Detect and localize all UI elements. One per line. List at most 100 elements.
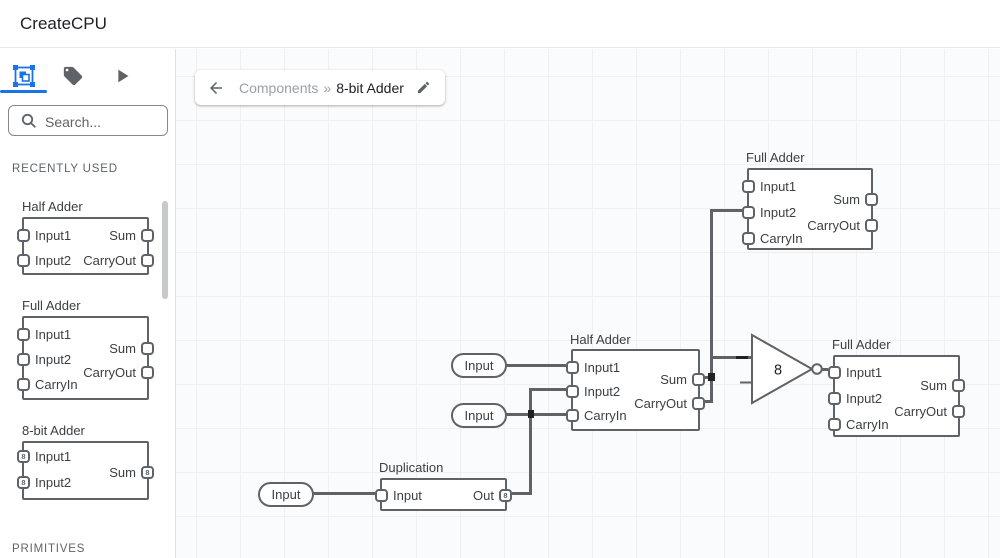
port (141, 342, 154, 355)
port (17, 229, 30, 242)
port-label: Input1 (846, 365, 883, 380)
port[interactable] (742, 180, 755, 193)
not-gate-bubble (811, 363, 823, 375)
port-label: Input2 (760, 205, 797, 220)
pencil-icon[interactable] (416, 80, 431, 95)
node-half-adder[interactable]: Input1 Input2 CarryIn Sum CarryOut (566, 349, 705, 431)
node-full-adder-top[interactable]: Input1 Input2 CarryIn Sum CarryOut (742, 168, 878, 250)
port-label: CarryOut (83, 365, 136, 380)
port[interactable] (828, 366, 841, 379)
wire-junction (736, 356, 748, 359)
port[interactable] (692, 373, 705, 386)
input-pill[interactable]: Input (258, 482, 314, 507)
port (17, 254, 30, 267)
port (17, 378, 30, 391)
port-bus8: 8 (17, 450, 30, 463)
port[interactable] (566, 409, 579, 422)
node-full-adder-right[interactable]: Input1 Input2 CarryIn Sum CarryOut (828, 355, 965, 437)
wire[interactable] (710, 209, 742, 212)
back-arrow-icon[interactable] (207, 79, 225, 97)
port[interactable] (375, 489, 388, 502)
breadcrumb-parent[interactable]: Components (239, 79, 319, 96)
port-label: Input2 (35, 475, 72, 490)
components-icon (13, 65, 35, 87)
library-card-title: Half Adder (22, 199, 83, 214)
wire[interactable] (529, 388, 567, 391)
library-card-full-adder[interactable]: Input1 Input2 CarryIn Sum CarryOut (17, 316, 154, 400)
search-icon (21, 113, 36, 128)
port-label: Input2 (35, 352, 72, 367)
port-label: CarryOut (894, 404, 947, 419)
tab-components[interactable] (0, 56, 48, 96)
wire[interactable] (312, 492, 375, 495)
wire[interactable] (710, 356, 754, 359)
top-bar: CreateCPU (0, 0, 1000, 48)
library-card-half-adder[interactable]: Input1 Input2 Sum CarryOut (17, 217, 154, 275)
port (17, 328, 30, 341)
port-label: Input1 (584, 360, 621, 375)
port-label: Input (393, 488, 422, 503)
port-label: Input2 (584, 384, 621, 399)
component-sidebar: RECENTLY USED Half Adder Input1 Input2 S… (0, 49, 176, 558)
breadcrumb: Components » 8-bit Adder (195, 70, 445, 105)
port[interactable] (828, 392, 841, 405)
port-label: CarryIn (846, 417, 889, 432)
port-label: Input2 (846, 391, 883, 406)
port-label: CarryOut (634, 396, 687, 411)
port-label: Input2 (35, 253, 72, 268)
wire-junction (528, 410, 534, 418)
port-bus8: 8 (141, 466, 154, 479)
port[interactable] (692, 397, 705, 410)
port[interactable] (742, 232, 755, 245)
port-label: Sum (920, 378, 947, 393)
port-bus8[interactable]: 8 (499, 489, 512, 502)
wire[interactable] (512, 492, 532, 495)
node-title: Duplication (379, 460, 444, 475)
search-input[interactable] (43, 107, 165, 136)
port-label: Sum (109, 341, 136, 356)
port-label: Out (473, 488, 494, 503)
node-not-gate-8bit[interactable]: 8 (735, 330, 830, 410)
wire[interactable] (710, 209, 713, 403)
port[interactable] (566, 361, 579, 374)
wire[interactable] (820, 368, 828, 371)
port[interactable] (828, 418, 841, 431)
node-title: Full Adder (832, 337, 891, 352)
wire[interactable] (705, 400, 713, 403)
port-label: CarryIn (584, 408, 627, 423)
node-duplication[interactable]: 8 Input Out (375, 478, 512, 511)
library-card-title: 8-bit Adder (22, 423, 85, 438)
wire[interactable] (505, 364, 566, 367)
schematic-canvas[interactable] (176, 49, 1000, 558)
port-bus8: 8 (17, 476, 30, 489)
port (141, 366, 154, 379)
active-tab-indicator (0, 90, 47, 93)
play-icon (118, 69, 129, 83)
port[interactable] (865, 193, 878, 206)
wire[interactable] (529, 388, 532, 495)
tab-simulate[interactable] (98, 56, 146, 96)
wire[interactable] (505, 413, 566, 416)
section-header-recently-used: RECENTLY USED (12, 163, 118, 175)
input-pill[interactable]: Input (451, 403, 507, 428)
not-gate-body (751, 333, 815, 405)
port[interactable] (952, 405, 965, 418)
port-label: Input1 (35, 327, 72, 342)
port-label: CarryOut (83, 253, 136, 268)
input-pill[interactable]: Input (451, 353, 507, 378)
port-label: Sum (833, 192, 860, 207)
port (17, 353, 30, 366)
section-header-primitives: PRIMITIVES (12, 543, 86, 555)
port-label: CarryIn (35, 377, 78, 392)
library-card-8bit-adder[interactable]: 8 8 8 Input1 Input2 Sum (17, 441, 154, 500)
library-card-title: Full Adder (22, 298, 81, 313)
port[interactable] (865, 219, 878, 232)
port[interactable] (742, 206, 755, 219)
tab-tags[interactable] (49, 56, 97, 96)
port-label: Sum (109, 465, 136, 480)
sidebar-scrollbar[interactable] (162, 201, 168, 299)
port[interactable] (566, 385, 579, 398)
port[interactable] (952, 379, 965, 392)
search-box (8, 105, 168, 136)
